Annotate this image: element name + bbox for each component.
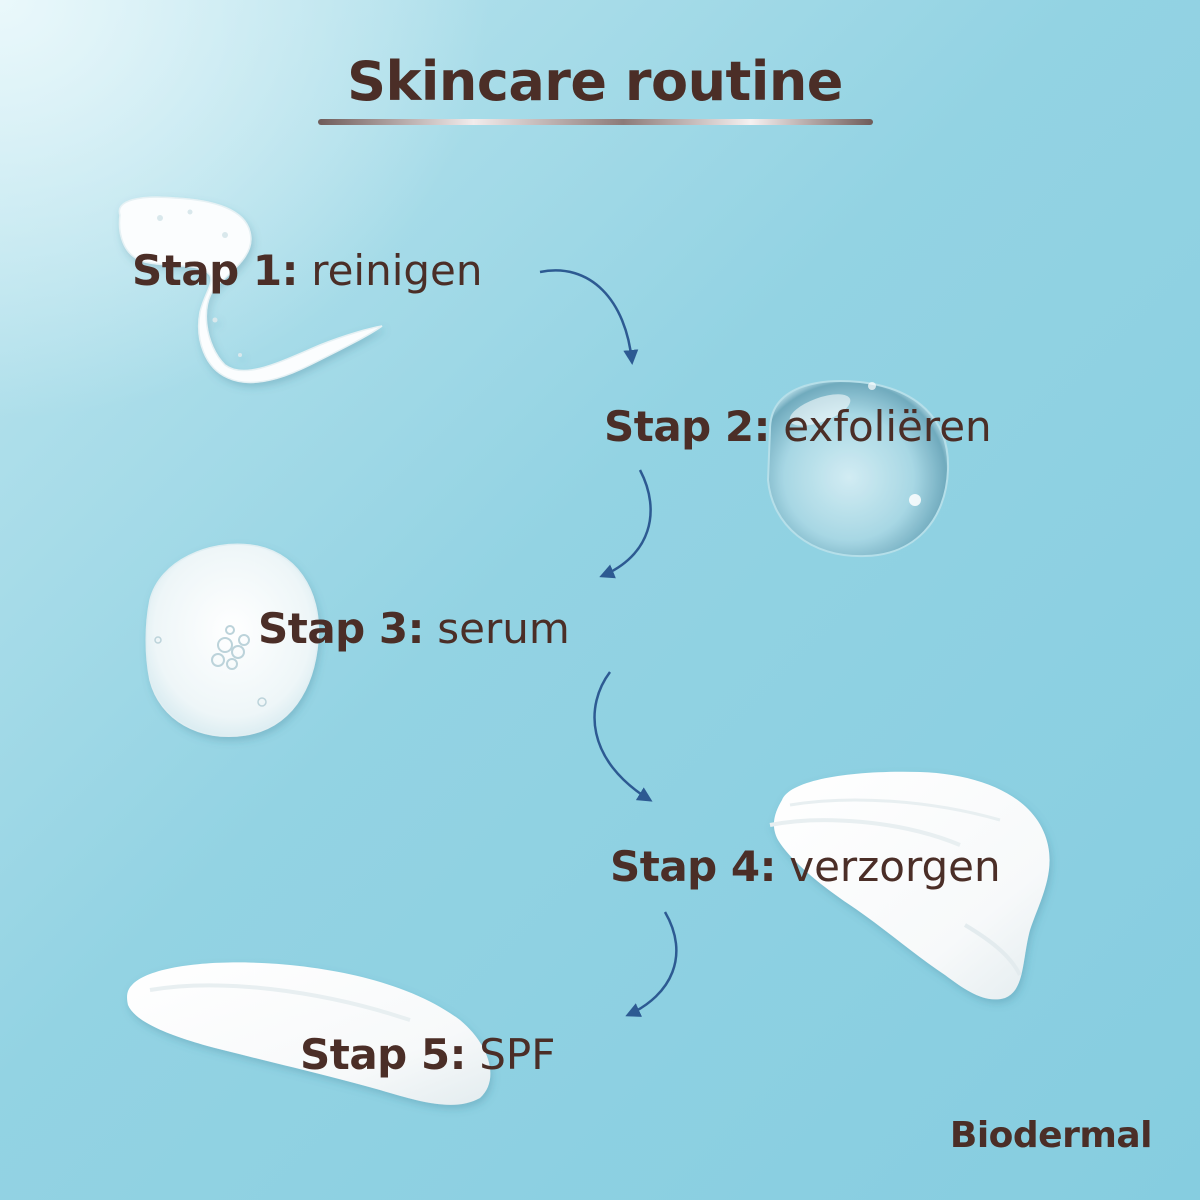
curved-arrow-icon: [539, 269, 678, 1017]
step-2-name: exfoliëren: [783, 402, 992, 451]
step-2: Stap 2: exfoliëren: [604, 402, 992, 452]
spf-swatch-icon: [127, 962, 491, 1105]
brand-logo: Biodermal: [949, 1115, 1153, 1156]
step-1-label: Stap 1:: [132, 246, 298, 295]
step-3-name: serum: [437, 604, 570, 653]
step-1-name: reinigen: [311, 246, 483, 295]
step-3: Stap 3: serum: [258, 604, 570, 654]
step-5-label: Stap 5:: [300, 1030, 466, 1079]
step-1: Stap 1: reinigen: [132, 246, 483, 296]
step-3-label: Stap 3:: [258, 604, 424, 653]
step-2-label: Stap 2:: [604, 402, 770, 451]
step-4: Stap 4: verzorgen: [610, 842, 1001, 892]
step-5: Stap 5: SPF: [300, 1030, 555, 1080]
page-title: Skincare routine: [347, 50, 843, 113]
gel-swatch-icon: [118, 196, 383, 384]
step-4-name: verzorgen: [789, 842, 1001, 891]
step-4-label: Stap 4:: [610, 842, 776, 891]
serum-swatch-icon: [145, 543, 320, 737]
cream-swatch-icon: [769, 771, 1050, 1000]
step-5-name: SPF: [479, 1030, 556, 1079]
water-drop-icon: [766, 380, 950, 558]
title-underline: [318, 119, 873, 125]
